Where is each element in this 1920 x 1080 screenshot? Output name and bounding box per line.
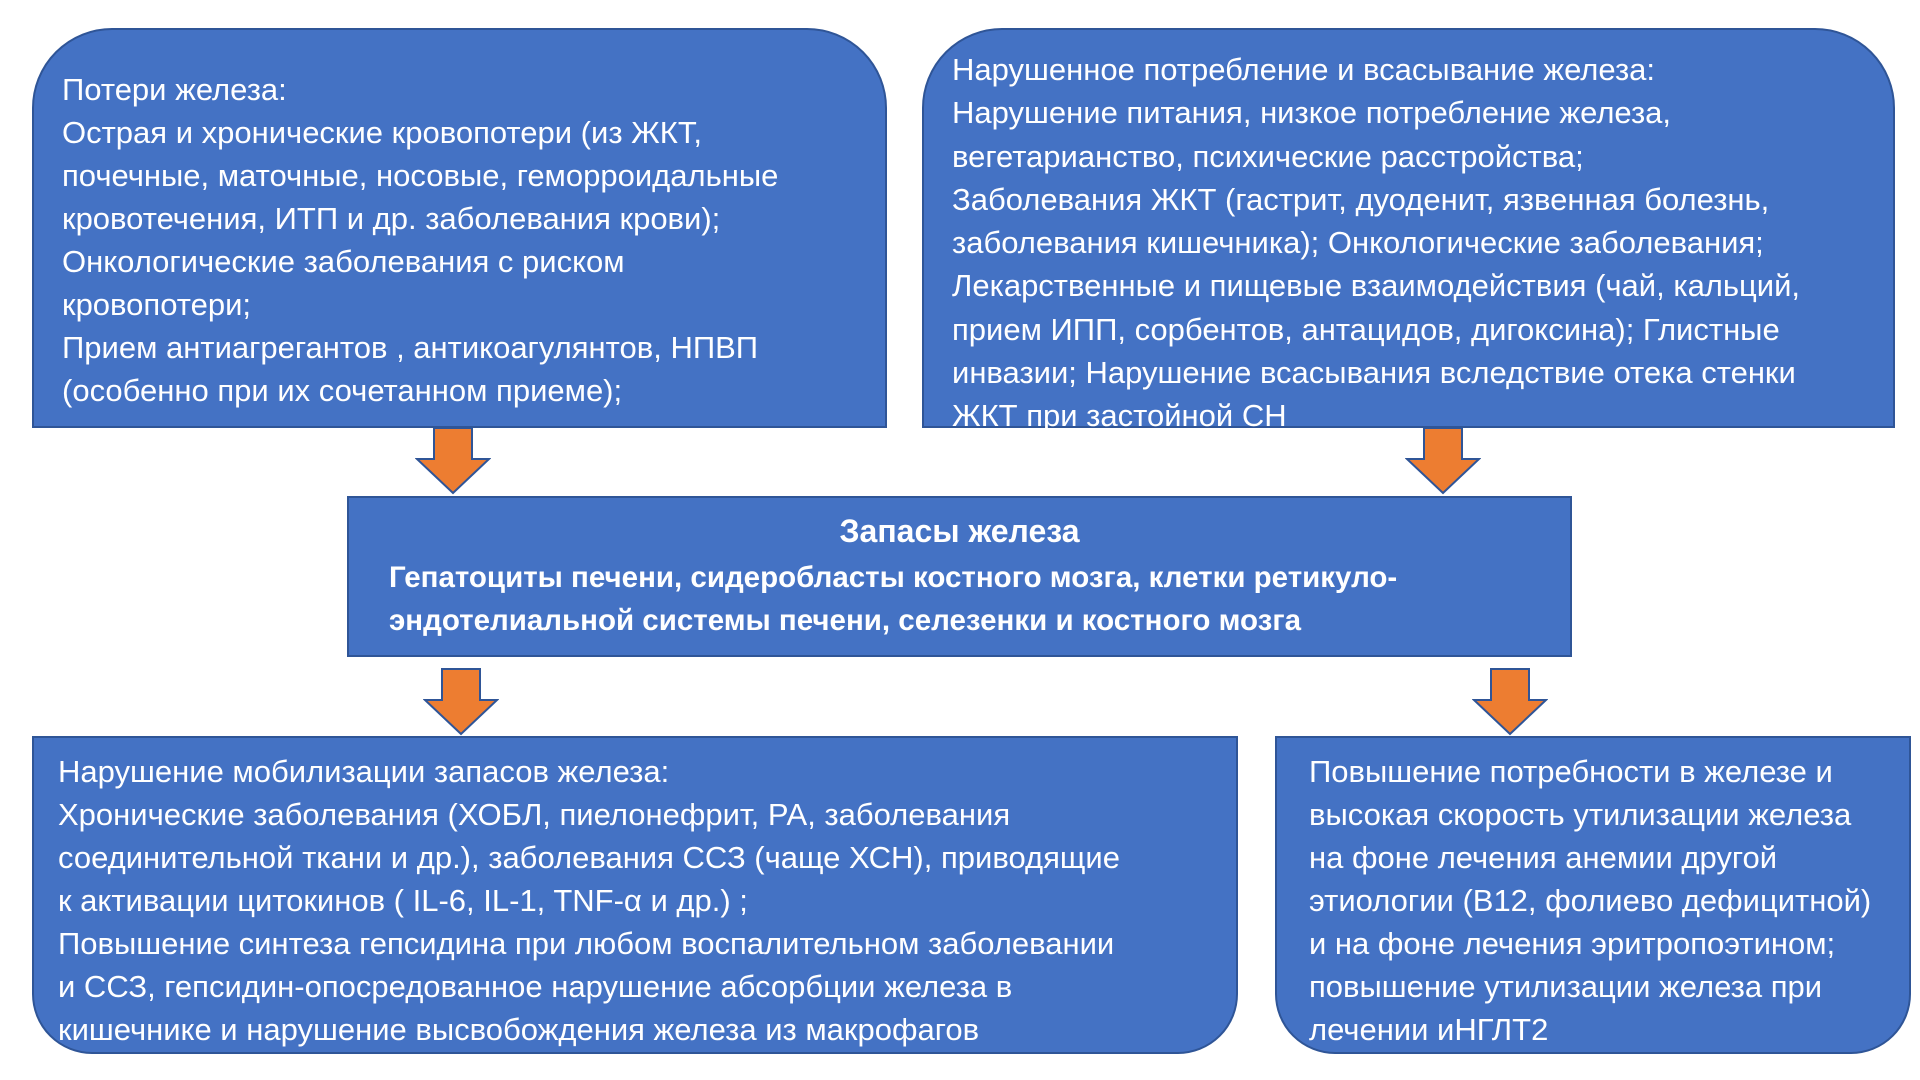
box-text-line: Нарушение питания, низкое потребление же… xyxy=(952,95,1672,131)
box-text-line: Заболевания ЖКТ (гастрит, дуоденит, язве… xyxy=(952,181,1770,217)
stores-description: Гепатоциты печени, сидеробласты костного… xyxy=(389,556,1397,642)
box-text-line: прием ИПП, сорбентов, антацидов, дигокси… xyxy=(952,311,1780,347)
box-text-line: высокая скорость утилизации железа xyxy=(1309,797,1852,832)
box-text-line: лечении иНГЛТ2 xyxy=(1309,1012,1549,1047)
box-text-line: повышение утилизации железа при xyxy=(1309,969,1823,1004)
box-text-line: кишечнике и нарушение высвобождения желе… xyxy=(58,1012,980,1047)
down-arrow-icon xyxy=(1405,427,1481,495)
box-heading: Нарушенное потребление и всасывание желе… xyxy=(952,52,1656,87)
box-heading: Потери железа: xyxy=(62,72,287,107)
box-text-line: (особенно при их сочетанном приеме); xyxy=(62,373,623,408)
stores-title: Запасы железа xyxy=(839,513,1080,549)
box-heading: Нарушение мобилизации запасов железа: xyxy=(58,754,670,789)
box-text-line: Повышение синтеза гепсидина при любом во… xyxy=(58,926,1115,961)
box-text-line: Лекарственные и пищевые взаимодействия (… xyxy=(952,268,1801,304)
iron-losses-box: Потери железа: Острая и хронические кров… xyxy=(32,28,887,428)
box-text-line: Гепатоциты печени, сидеробласты костного… xyxy=(389,561,1398,594)
down-arrow-icon xyxy=(415,427,491,495)
box-text-line: соединительной ткани и др.), заболевания… xyxy=(58,840,1120,875)
box-text-line: инвазии; Нарушение всасывания вследствие… xyxy=(952,355,1796,391)
box-text-line: Повышение потребности в железе и xyxy=(1309,754,1833,789)
iron-stores-box: Запасы железа Гепатоциты печени, сидероб… xyxy=(347,496,1572,657)
box-text-line: и на фоне лечения эритропоэтином; xyxy=(1309,926,1836,961)
box-text-line: эндотелиальной системы печени, селезенки… xyxy=(389,604,1302,637)
box-text-line: кровопотери; xyxy=(62,287,252,322)
box-text-line: вегетарианство, психические расстройства… xyxy=(952,138,1584,174)
down-arrow-icon xyxy=(423,668,499,736)
box-text-line: Острая и хронические кровопотери (из ЖКТ… xyxy=(62,115,702,150)
box-text-line: кровотечения, ИТП и др. заболевания кров… xyxy=(62,201,721,236)
box-text-line: Прием антиагрегантов , антикоагулянтов, … xyxy=(62,330,759,365)
increased-demand-box: Повышение потребности в железе и высокая… xyxy=(1275,736,1911,1054)
impaired-mobilization-box: Нарушение мобилизации запасов железа: Хр… xyxy=(32,736,1238,1054)
impaired-intake-box: Нарушенное потребление и всасывание желе… xyxy=(922,28,1895,433)
down-arrow-icon xyxy=(1472,668,1548,736)
box-text-line: Онкологические заболевания с риском xyxy=(62,244,625,279)
box-text-line: Хронические заболевания (ХОБЛ, пиелонефр… xyxy=(58,797,1011,832)
box-text-line: на фоне лечения анемии другой xyxy=(1309,840,1778,875)
box-text-line: и ССЗ, гепсидин-опосредованное нарушение… xyxy=(58,969,1013,1004)
box-text-line: почечные, маточные, носовые, геморроидал… xyxy=(62,158,779,193)
box-text-line: ЖКТ при застойной СН xyxy=(952,398,1287,434)
box-text-line: этиологии (В12, фолиево дефицитной) xyxy=(1309,883,1872,918)
box-text-line: заболевания кишечника); Онкологические з… xyxy=(952,225,1764,261)
box-text-line: к активации цитокинов ( IL-6, IL-1, TNF-… xyxy=(58,883,748,918)
